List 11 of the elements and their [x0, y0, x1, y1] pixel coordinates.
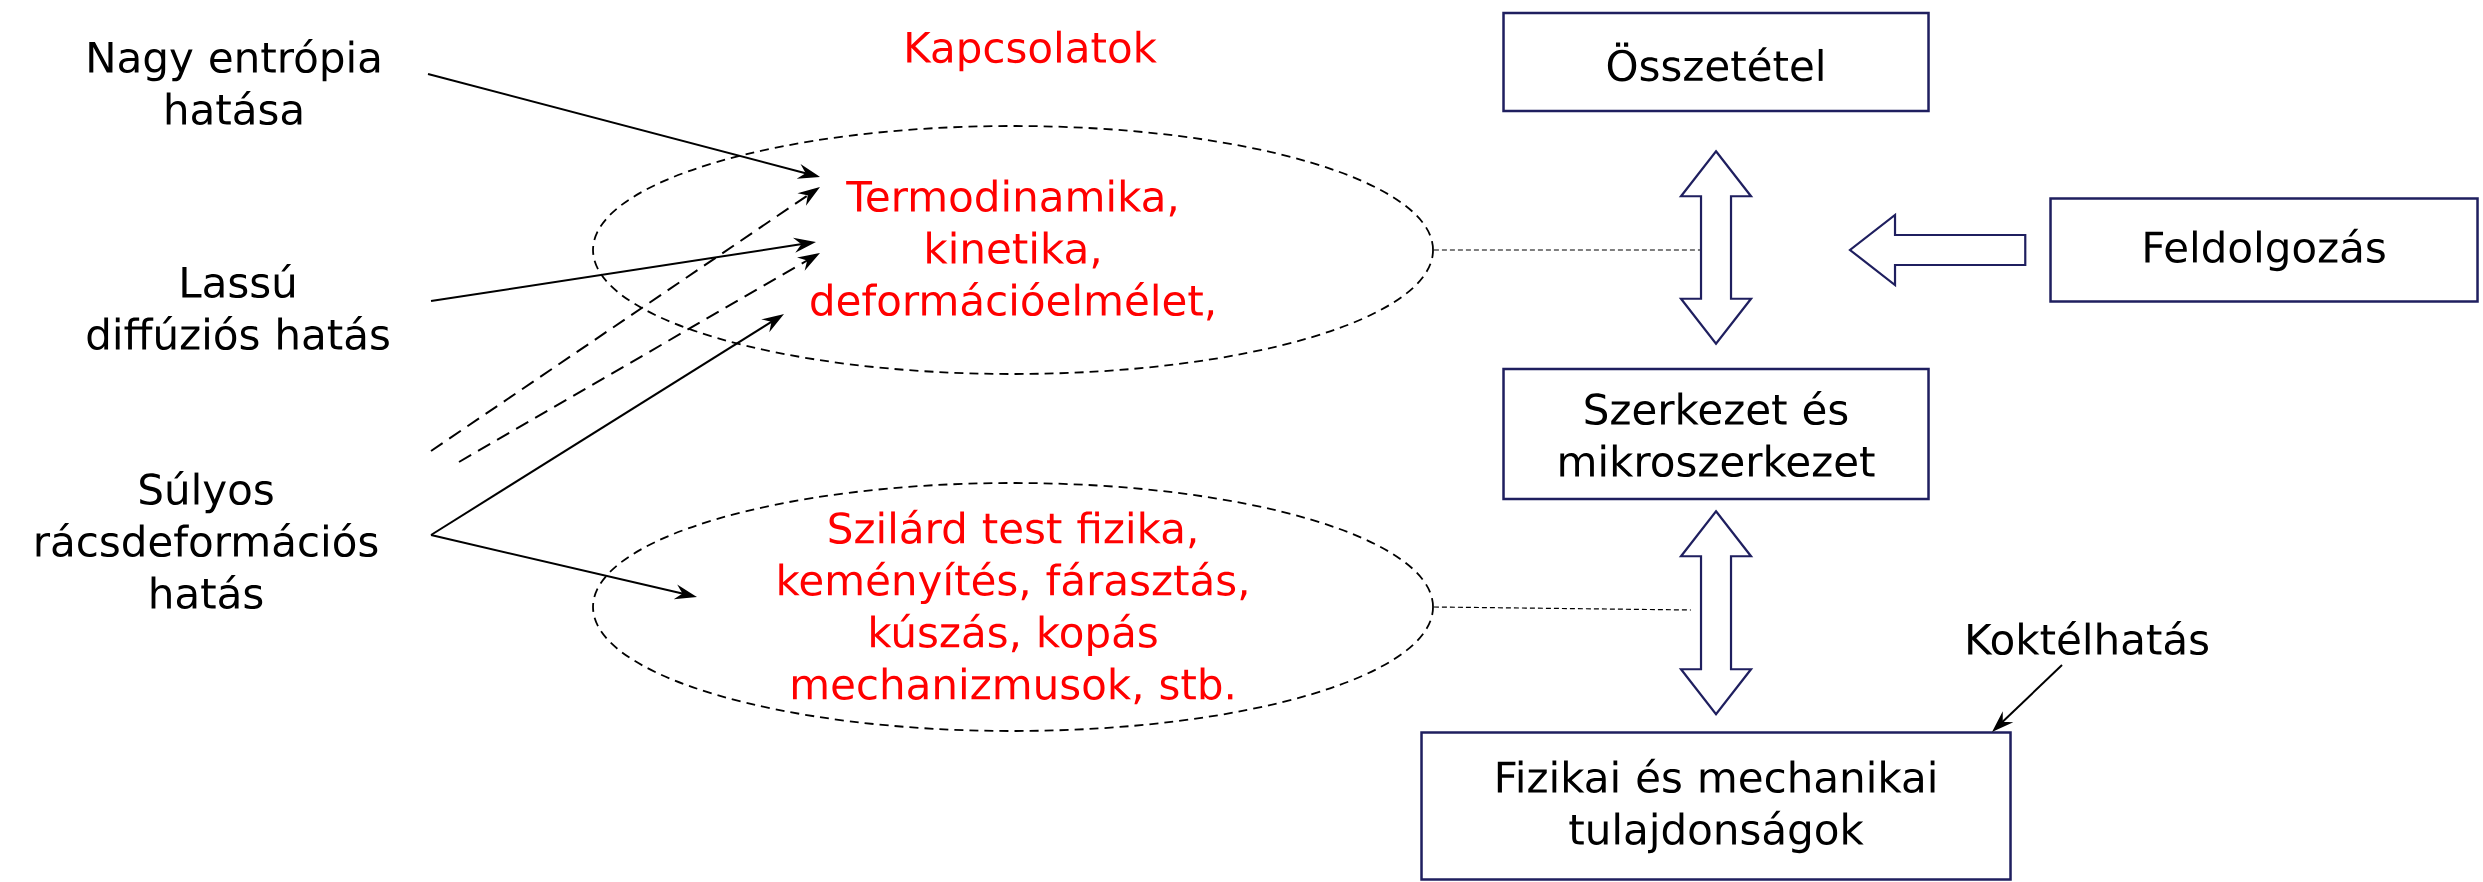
- heading: Kapcsolatok: [907, 30, 1157, 72]
- text-label: Lassú diffúziós hatás: [87, 263, 389, 351]
- process-box: Fizikai és mechanikai tulajdonságok: [1420, 731, 2012, 881]
- text-label: Koktélhatás: [1968, 620, 2208, 656]
- dashed-line: [1433, 606, 1692, 611]
- process-box: Összetétel: [1502, 11, 1930, 113]
- text-label: Nagy entrópia hatása: [89, 38, 380, 126]
- process-box: Feldolgozás: [2049, 197, 2479, 303]
- text-label: Súlyos rácsdeformációs hatás: [36, 470, 378, 610]
- block-arrow: [1848, 212, 2027, 288]
- process-box: Szerkezet és mikroszerkezet: [1502, 367, 1930, 501]
